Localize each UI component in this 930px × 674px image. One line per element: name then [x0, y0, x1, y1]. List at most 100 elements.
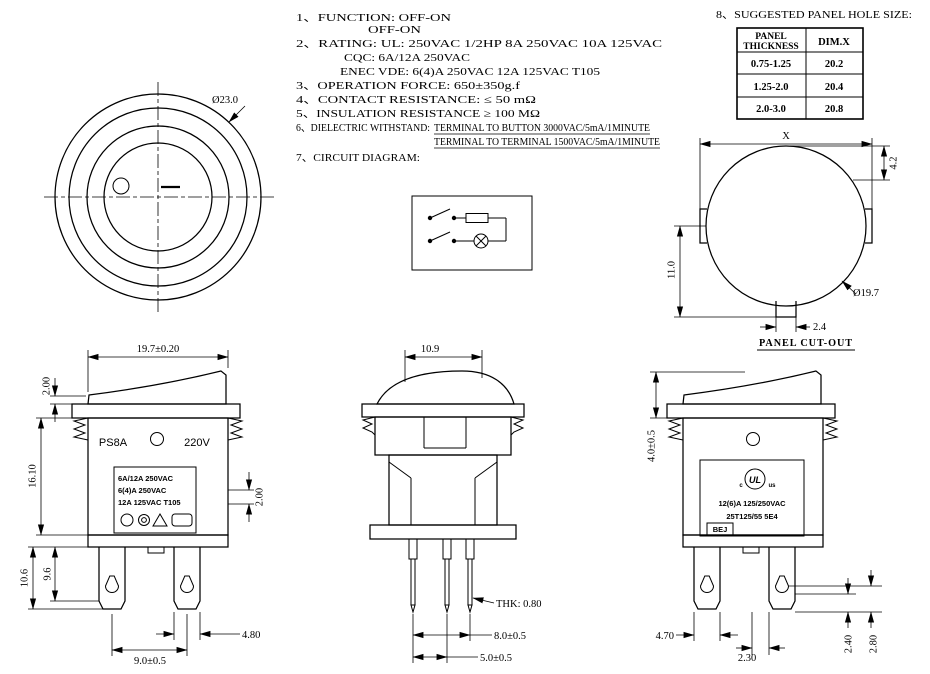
terminal-right [173, 547, 201, 610]
cert-mark-icons [120, 513, 193, 527]
dim-label-8-0: 8.0±0.5 [494, 631, 526, 642]
dim-label-10-9: 10.9 [421, 344, 439, 355]
dim-2-80: 2.80 [789, 570, 882, 653]
spec-line-2: 2、RATING: UL: 250VAC 1/2HP 8A 250VAC 10A… [296, 38, 662, 50]
spec-line-3: 3、OPERATION FORCE: 650±350g.f [296, 80, 520, 92]
flange [71, 403, 241, 419]
rocker-slot-hatch [427, 420, 463, 446]
dim-label-dia23: Ø23.0 [212, 95, 238, 106]
voltage-marking: 220V [184, 437, 210, 449]
spec-line-2c: ENEC VDE: 6(4)A 250VAC 12A 125VAC T105 [340, 66, 601, 78]
front-view-bottom: 10.9 THK: 0.80 8.0±0.5 5.0±0.5 [361, 344, 542, 664]
front-circular-view: Ø23.0 [44, 82, 274, 312]
dim-thk: THK: 0.80 [472, 597, 542, 610]
dim-x: X [699, 131, 873, 209]
upper-body [374, 416, 512, 456]
dim-4-80: 4.80 [156, 612, 260, 641]
dim-width-19-7: 19.7±0.20 [87, 344, 229, 392]
table-header-panel: PANEL [755, 32, 787, 42]
terminal-left [98, 547, 126, 610]
dim-label-16-10: 16.10 [28, 464, 39, 488]
terminal-right-hole [774, 575, 790, 593]
ul-logo: UL [749, 475, 761, 485]
spec-list: 1、FUNCTION: OFF-ON OFF-ON 2、RATING: UL: … [296, 12, 662, 164]
dim-label-x: X [782, 131, 790, 142]
outer-flange-circle [54, 93, 262, 301]
snap-clip-left [72, 417, 89, 441]
terminal-left [693, 547, 721, 610]
dim-label-4-70: 4.70 [656, 631, 674, 642]
cell-dimx: 20.2 [825, 59, 843, 70]
rating-line-1: 12(6)A 125/250VAC [718, 499, 786, 508]
spec-line-6: 6、DIELECTRIC WITHSTAND: [296, 122, 430, 134]
dim-label-thk: THK: 0.80 [496, 599, 542, 610]
rating-line-1: 6A/12A 250VAC [118, 474, 174, 483]
panel-cutout-drawing: X 4.2 11.0 Ø19.7 [667, 131, 900, 351]
ul-mark-icon: c UL us [739, 468, 776, 490]
spec-line-1b: OFF-ON [368, 24, 421, 36]
lower-body [388, 454, 498, 526]
cell-thickness: 0.75-1.25 [751, 59, 791, 70]
dim-dia-19-7: Ø19.7 [841, 280, 879, 299]
dim-label-4-0: 4.0±0.5 [647, 430, 658, 462]
dim-9-6: 9.6 [43, 546, 99, 602]
right-key-notch [865, 208, 873, 244]
dim-label-2-80: 2.80 [869, 635, 880, 653]
cell-dimx: 20.8 [825, 104, 843, 115]
off-symbol-icon [112, 177, 130, 195]
side-view-left: PS8A 220V 6A/12A 250VAC 6(4)A 250VAC 12A… [20, 344, 266, 667]
side-view-right: c UL us 12(6)A 125/250VAC 25T125/55 5E4 … [647, 370, 882, 664]
rating-label [113, 466, 197, 534]
base-tab [742, 546, 760, 554]
panel-hole-section: 8、SUGGESTED PANEL HOLE SIZE: PANEL THICK… [667, 9, 912, 351]
panel-heading: 8、SUGGESTED PANEL HOLE SIZE: [716, 9, 912, 21]
dim-10-9: 10.9 [404, 344, 483, 382]
rocker-circle [103, 142, 213, 252]
dim-label-11-0: 11.0 [667, 261, 678, 279]
dim-4-2: 4.2 [790, 145, 900, 181]
rocker-actuator [87, 370, 227, 405]
spec-line-5: 5、INSULATION RESISTANCE ≥ 100 MΩ [296, 108, 540, 120]
table-header-thickness: THICKNESS [743, 42, 798, 52]
rating-label [699, 459, 805, 537]
dim-label-5-0: 5.0±0.5 [480, 653, 512, 664]
dim-label-4-80: 4.80 [242, 630, 260, 641]
cell-thickness: 2.0-3.0 [756, 104, 786, 115]
base-tab [147, 546, 165, 554]
spec-line-6c: TERMINAL TO TERMINAL 1500VAC/5mA/1MINUTE [434, 136, 660, 148]
terminal-right [768, 547, 796, 610]
rating-line-2: 25T125/55 5E4 [726, 512, 778, 521]
switch-pole-1-icon [429, 208, 451, 219]
dim-11-0: 11.0 [667, 225, 776, 318]
snap-clip-right [822, 417, 839, 441]
spec-line-1: 1、FUNCTION: OFF-ON [296, 12, 451, 24]
cell-dimx: 20.4 [825, 82, 844, 93]
rating-line-2: 6(4)A 250VAC [118, 486, 167, 495]
rim-circle [86, 125, 230, 269]
cutout-caption: PANEL CUT-OUT [759, 337, 853, 349]
table-row: 0.75-1.25 20.2 [751, 59, 843, 70]
dim-label-2-00a: 2.00 [42, 377, 53, 395]
dim-2-30: 2.30 [736, 612, 785, 664]
cell-thickness: 1.25-2.0 [754, 82, 789, 93]
circuit-box [411, 195, 533, 271]
ul-c: c [739, 483, 743, 489]
dim-diameter-23: Ø23.0 [212, 95, 246, 123]
dim-label-2-00b: 2.00 [255, 488, 266, 506]
snap-clip-left [361, 416, 376, 436]
dim-2-00-top: 2.00 [42, 377, 86, 422]
spec-line-4: 4、CONTACT RESISTANCE: ≤ 50 mΩ [296, 94, 536, 106]
ul-us: us [768, 483, 776, 489]
spec-line-6b: TERMINAL TO BUTTON 3000VAC/5mA/1MINUTE [434, 122, 650, 134]
terminal-right-hole [179, 575, 195, 593]
dim-label-9-6: 9.6 [43, 567, 54, 580]
dim-label-2-30: 2.30 [738, 653, 756, 664]
cert-mark-3-icon [152, 513, 168, 527]
flange [361, 403, 525, 418]
dim-4-0: 4.0±0.5 [647, 371, 745, 462]
circuit-diagram [411, 195, 533, 271]
snap-clip-right [510, 416, 525, 436]
lamp-icon [473, 233, 489, 249]
cert-mark-2-inner-icon [141, 517, 147, 523]
